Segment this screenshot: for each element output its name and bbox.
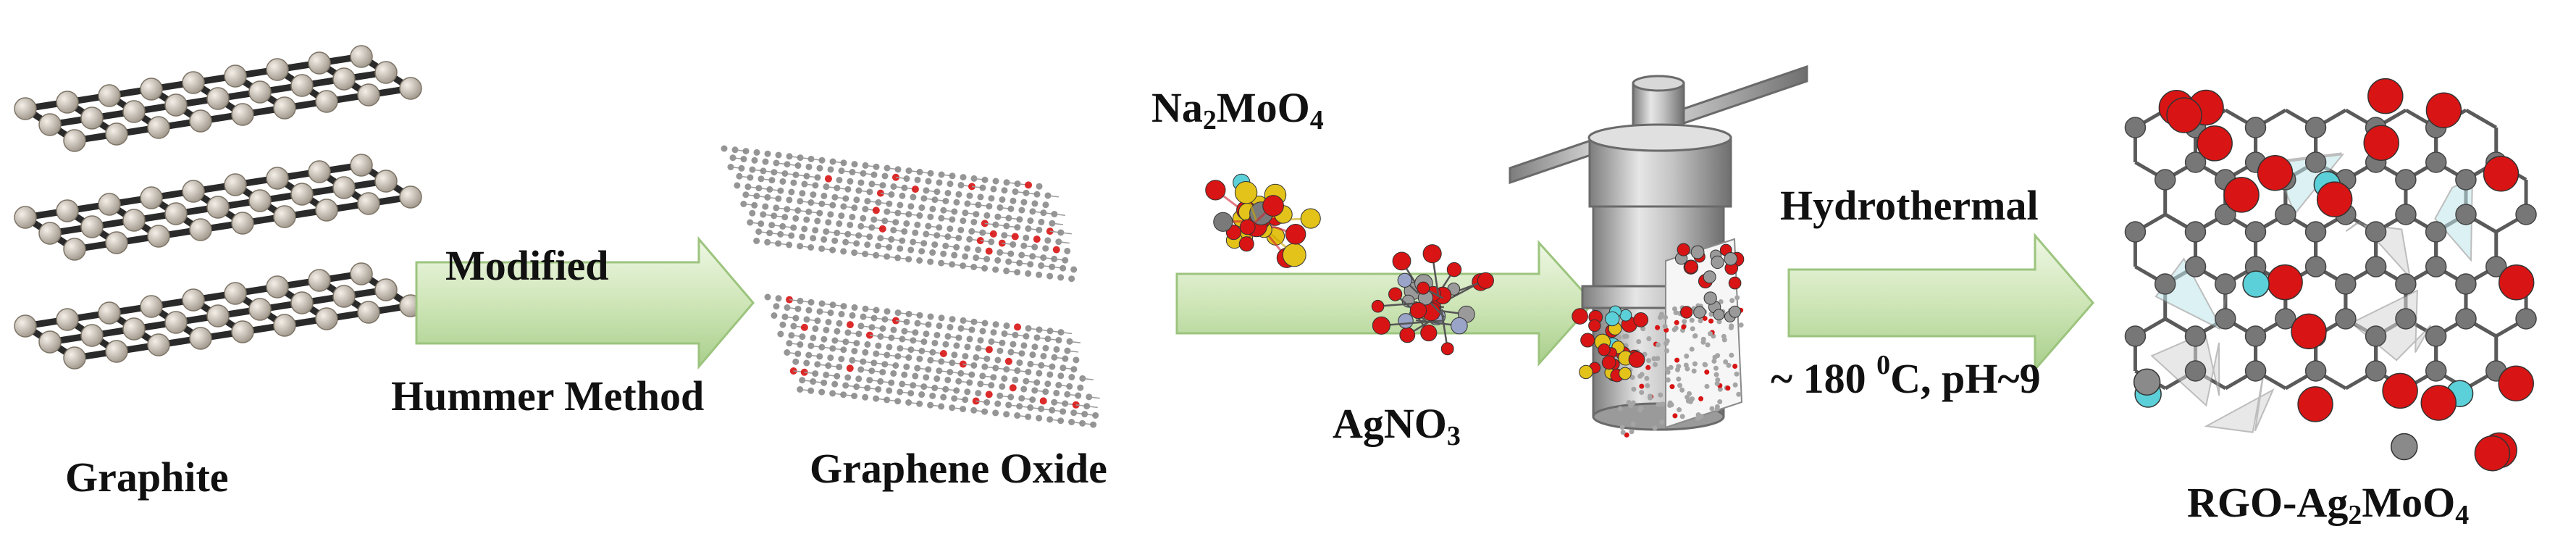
na2moo4-label: Na2MoO4 (1151, 84, 1324, 135)
arrow-step3 (1787, 232, 2094, 373)
step1-bottom-label: Hummer Method (391, 372, 705, 420)
hydrothermal-label: Hydrothermal (1780, 182, 2039, 229)
conditions-label: ~ 180 0C, pH~9 (1771, 350, 2041, 402)
na2moo4-cluster-icon (1205, 173, 1321, 268)
product-label: RGO-Ag2MoO4 (2187, 479, 2470, 530)
graphite-layers-icon (14, 45, 422, 370)
arrow-step1 (415, 235, 755, 370)
arrow-step2 (1175, 240, 1595, 367)
agno3-cluster-icon (1371, 244, 1494, 356)
graphene-oxide-label: Graphene Oxide (810, 445, 1107, 492)
agno3-label: AgNO3 (1333, 400, 1461, 451)
graphite-label: Graphite (65, 454, 229, 501)
rgo-ag2moo4-structure-icon (2124, 78, 2537, 472)
step1-top-label: Modified (445, 242, 609, 289)
graphene-oxide-sheets-icon (721, 145, 1100, 428)
autoclave-icon (1509, 64, 1808, 438)
